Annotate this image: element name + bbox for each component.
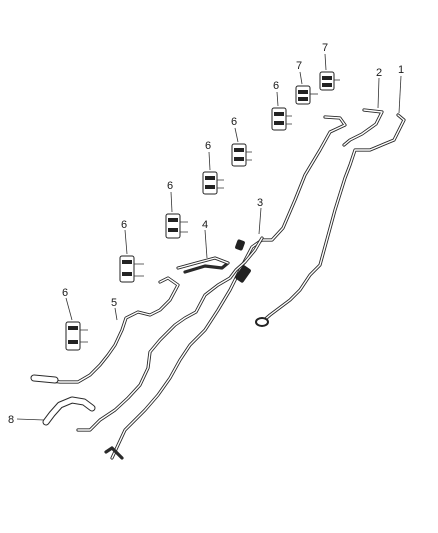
hose-4: [176, 256, 230, 274]
clip-7b: [319, 71, 340, 91]
callout-5: 5: [111, 297, 117, 309]
callout-6-e: 6: [231, 116, 237, 128]
clip-6e: [231, 143, 252, 167]
clip-6d: [202, 171, 224, 195]
callout-7-a: 7: [296, 60, 302, 72]
hose-5-end: [30, 374, 59, 384]
clip-6c: [165, 213, 188, 239]
hose-8: [42, 396, 96, 426]
tube-1: [260, 113, 406, 324]
callout-7-b: 7: [322, 42, 328, 54]
callout-6-d: 6: [205, 140, 211, 152]
clip-7a: [295, 85, 318, 105]
callout-1: 1: [398, 64, 404, 76]
tube-2: [342, 108, 384, 147]
clip-6b: [119, 255, 144, 283]
callout-3: 3: [257, 197, 263, 209]
leader-lines: [16, 53, 402, 421]
callout-6-c: 6: [167, 180, 173, 192]
callout-2: 2: [376, 67, 382, 79]
tube-3: [104, 115, 347, 460]
tube-5: [33, 276, 180, 384]
callout-4: 4: [202, 219, 208, 231]
callout-6-f: 6: [273, 80, 279, 92]
clip-6a: [65, 321, 88, 351]
clip-6f: [271, 107, 292, 131]
connector-1-end: [255, 317, 269, 327]
callout-6-b: 6: [121, 219, 127, 231]
tube-4: [76, 236, 264, 432]
connector-3: [235, 239, 251, 283]
callout-8: 8: [8, 414, 14, 426]
callout-6-a: 6: [62, 287, 68, 299]
